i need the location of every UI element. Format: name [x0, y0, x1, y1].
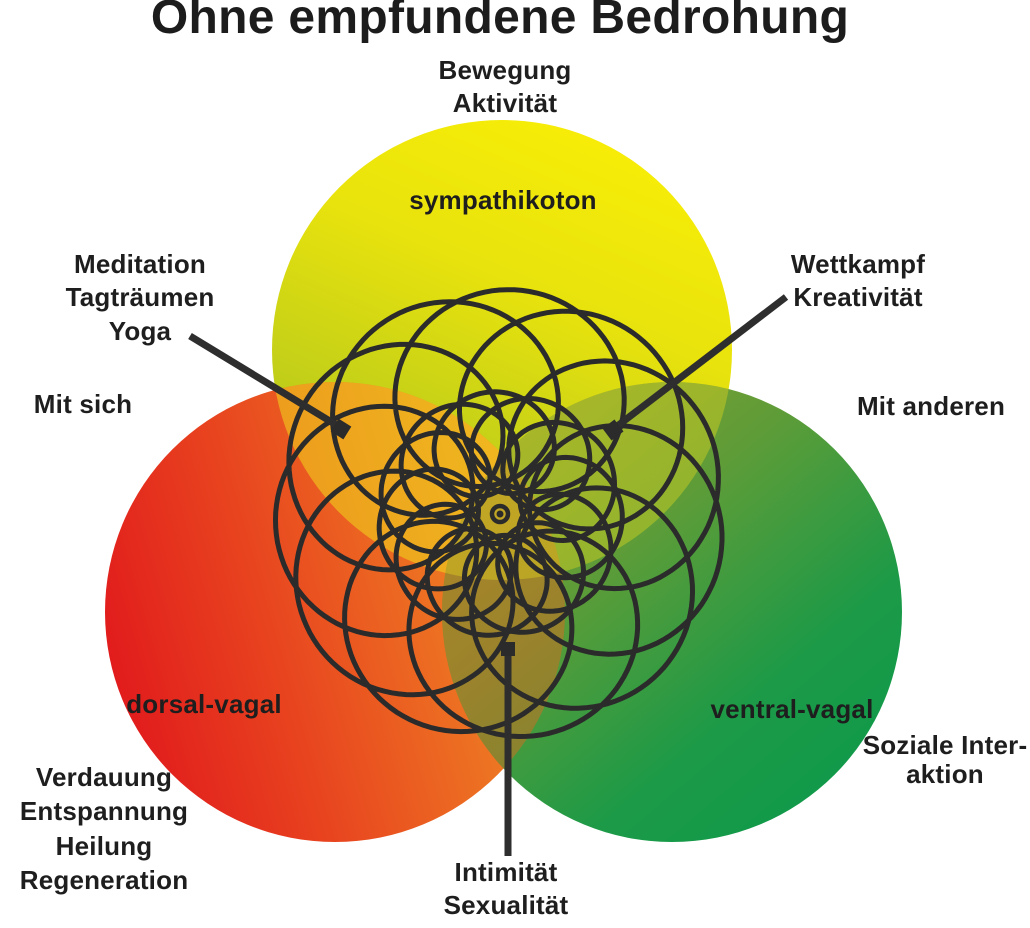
page-title: Ohne empfundene Bedrohung [150, 0, 850, 44]
marker-square-intimacy [501, 642, 515, 656]
label-sympathikoton: sympathikoton [409, 185, 597, 215]
label-activity: Bewegung Aktivität [438, 55, 572, 119]
label-dorsal-vagal: dorsal-vagal [126, 689, 282, 719]
spirograph-center-dot [496, 510, 504, 518]
spirograph-inner-curve [376, 389, 625, 638]
label-ventral-vagal: ventral-vagal [710, 694, 874, 724]
label-mit-anderen: Mit anderen [856, 391, 1006, 421]
marker-square-meditation [330, 418, 352, 440]
label-meditation: Meditation Tagträumen Yoga [65, 249, 215, 346]
label-wettkampf: Wettkampf Kreativität [790, 249, 926, 313]
pointer-line-meditation [188, 333, 340, 429]
marker-square-competition [602, 419, 624, 441]
label-soziale-interaktion: Soziale Inter- aktion [862, 730, 1028, 790]
label-intimitaet: Intimität Sexualität [443, 857, 569, 921]
spirograph-center-ring [489, 503, 511, 525]
label-regeneration: Verdauung Entspannung Heilung Regenerati… [19, 762, 189, 895]
spirograph-art [272, 287, 725, 740]
pointer-line-competition [613, 294, 789, 430]
label-mit-sich: Mit sich [33, 389, 133, 419]
